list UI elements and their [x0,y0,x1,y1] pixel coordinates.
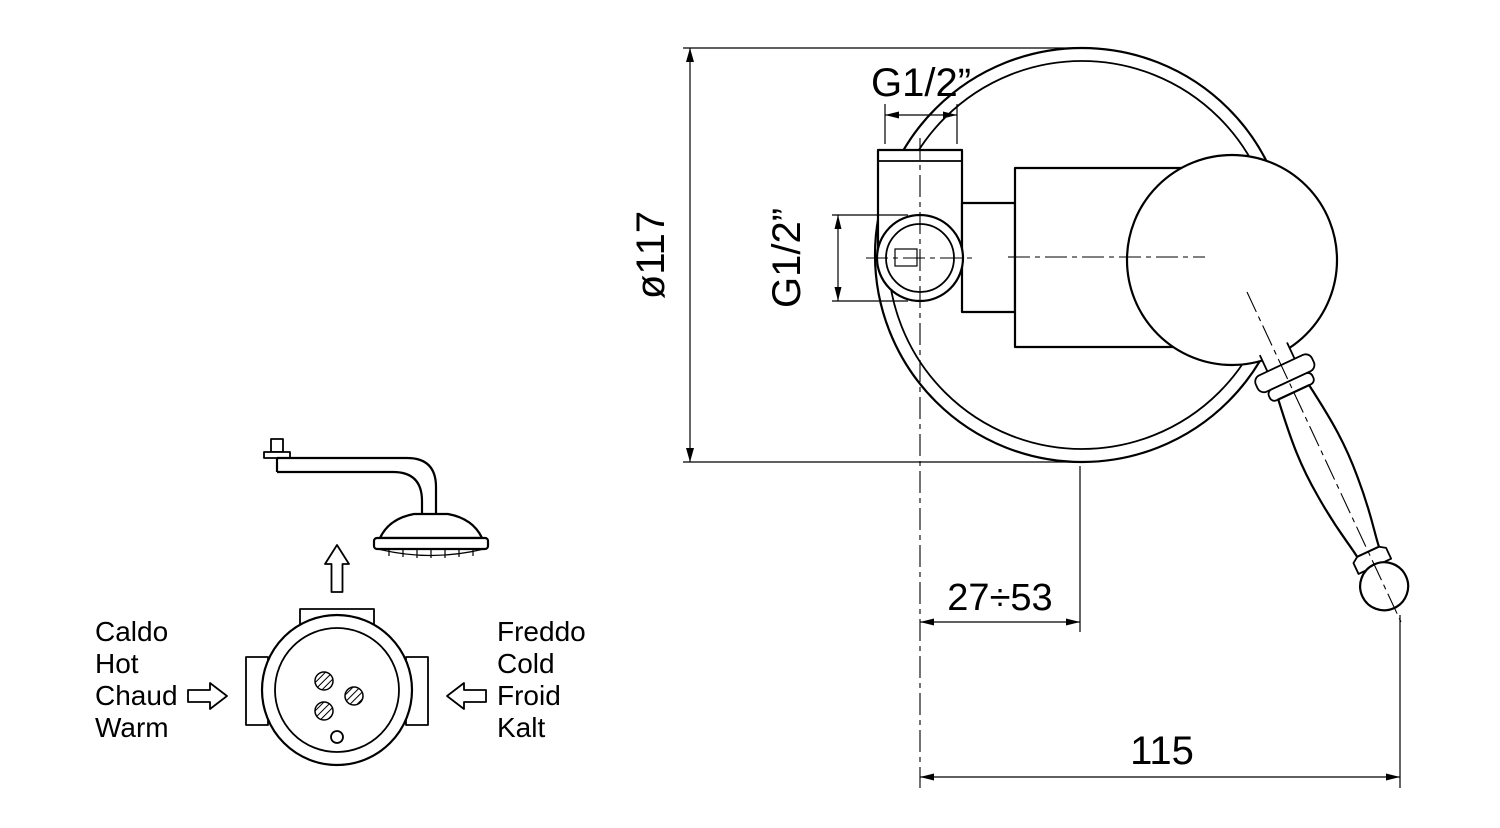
handle-dome [1125,153,1339,367]
cold-flow-arrow-icon [446,682,487,710]
valve-screw-top [314,671,334,691]
arrowhead-down-icon [686,448,694,462]
cold-label-kalt: Kalt [497,712,545,743]
handle-neck-right [1286,342,1296,360]
arrowhead-up-icon [686,48,694,62]
arrowhead-left-icon [920,773,934,781]
cold-labels: Freddo Cold Froid Kalt [497,616,586,743]
valve-front-view [245,608,429,767]
dim-plate-diameter: ø117 [629,47,1078,463]
hot-label-hot: Hot [95,648,139,679]
arrowhead-down-icon [834,287,842,301]
shower-head-bell [378,512,484,540]
flow-up-arrow-icon [324,544,350,593]
arrowhead-right-icon [943,111,957,119]
dim-top-thread: G1/2” [871,61,971,144]
dim-side-thread: G1/2” [765,208,908,308]
installation-schematic: Caldo Hot Chaud Warm Freddo Cold Froid K… [95,438,586,767]
handle-axis-centerline [1246,291,1402,623]
cold-label-cold: Cold [497,648,555,679]
handle-neck-fill [1259,342,1295,372]
hot-label-chaud: Chaud [95,680,178,711]
arrowhead-up-icon [834,215,842,229]
dim-total-depth: 115 [920,615,1401,788]
handle-neck-left [1259,354,1269,372]
centerlines [866,138,1402,788]
valve-outer-circle [260,613,414,767]
arrowhead-left-icon [920,618,934,626]
side-thread-label: G1/2” [765,208,809,308]
cold-label-freddo: Freddo [497,616,586,647]
shower-arm-inner-edge [277,470,424,514]
wall-fitting [270,438,284,453]
total-depth-label: 115 [1130,729,1194,773]
hot-label-warm: Warm [95,712,169,743]
spray-nozzle-ticks [388,549,474,558]
arrowhead-left-icon [885,111,899,119]
plate-diameter-label: ø117 [629,211,673,299]
arrowhead-right-icon [1066,618,1080,626]
valve-drain-hole [330,730,344,744]
shower-head-rim [372,536,490,551]
hot-label-caldo: Caldo [95,616,168,647]
shower-arm-and-head [263,438,490,558]
cartridge-housing [960,201,1017,314]
shower-arm-outer-edge [277,456,438,514]
mixer-side-view: ø117 G1/2” G1/2” 27÷53 [629,46,1410,788]
valve-screw-bottom [314,701,334,721]
hot-labels: Caldo Hot Chaud Warm [95,616,178,743]
valve-screw-right [344,686,364,706]
arrowhead-right-icon [1386,773,1400,781]
hot-flow-arrow-icon [187,682,228,710]
top-thread-label: G1/2” [871,61,971,105]
cold-label-froid: Froid [497,680,561,711]
dim-depth-range: 27÷53 [920,466,1081,632]
valve-inner-circle [274,627,400,753]
depth-range-label: 27÷53 [947,577,1052,619]
